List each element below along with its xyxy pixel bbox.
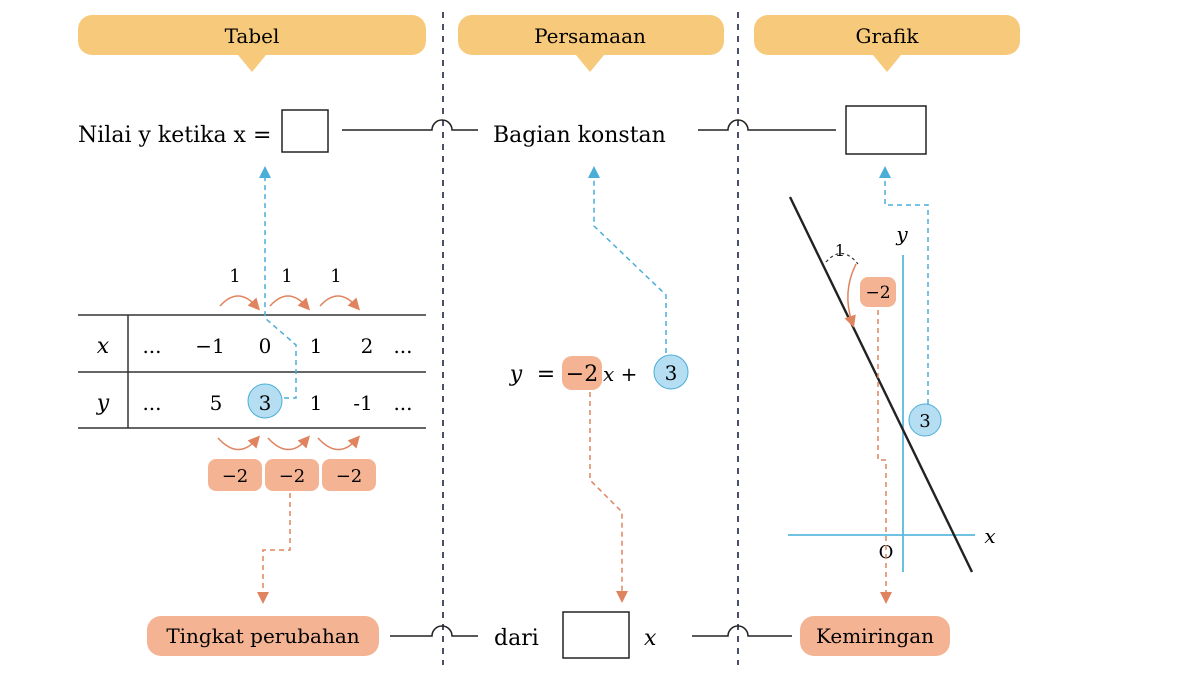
table-y-cell: ... <box>393 391 412 415</box>
slope-rise-highlight <box>860 277 896 307</box>
equation-constant-highlight <box>653 354 689 390</box>
y-step-arc <box>317 435 361 451</box>
equation-expression: y = −2 x + 3 <box>509 354 689 390</box>
y-step-label: −2 <box>222 466 249 487</box>
table-intercept-arrow <box>259 166 297 399</box>
table-y-cell: 1 <box>310 391 323 415</box>
y-step-badge: −2 <box>322 459 376 491</box>
answer-box-slope[interactable] <box>562 611 630 659</box>
graph-x-axis-label: x <box>984 524 995 548</box>
header-graph-label: Grafik <box>856 24 920 48</box>
graph-slope-arrow <box>877 310 892 604</box>
top-connector-left <box>342 119 478 131</box>
bottom-connector-right <box>692 625 792 637</box>
equation-slope-arrow <box>589 392 628 603</box>
y-step-arc <box>217 435 261 451</box>
table-y-cell: -1 <box>353 391 372 415</box>
equation-slope-highlight <box>562 356 602 390</box>
table-intercept-highlight <box>247 383 283 419</box>
table-x-cell: ... <box>393 334 412 358</box>
rate-of-change-text: Tingkat perubahan <box>166 624 359 648</box>
top-equation-label: Bagian konstan <box>493 123 666 148</box>
equation-constant: 3 <box>665 361 678 385</box>
header-equation: Persamaan <box>458 15 724 72</box>
equation-x-term: x + <box>603 362 637 386</box>
table-rate-arrow <box>257 493 291 604</box>
header-table: Tabel <box>78 15 426 72</box>
y-step-badge: −2 <box>265 459 319 491</box>
header-graph: Grafik <box>754 15 1020 72</box>
slope-text: Kemiringan <box>816 624 934 648</box>
answer-box-x-value[interactable] <box>281 109 329 153</box>
y-step-badge: −2 <box>208 459 262 491</box>
equation-lhs: y <box>509 362 523 387</box>
slope-label: Kemiringan <box>800 616 950 656</box>
graph-line <box>788 196 974 573</box>
slope-run-arc <box>825 252 859 265</box>
x-step-label: 1 <box>229 266 240 287</box>
graph-intercept-arrow <box>879 166 929 404</box>
table-x-cell: 1 <box>310 334 323 358</box>
y-step-arc <box>267 435 311 451</box>
equation-constant-arrow <box>588 166 667 353</box>
bottom-connector-left <box>390 625 478 637</box>
top-connector-right <box>698 119 836 131</box>
equation-slope: −2 <box>566 362 598 387</box>
bottom-equation-prefix: dari <box>494 626 539 651</box>
x-step-arc <box>219 295 261 311</box>
slope-rise-label: −2 <box>865 283 890 303</box>
top-table-label: Nilai y ketika x = <box>78 123 271 148</box>
slope-rise-arc <box>844 263 857 328</box>
table-x-cell: 0 <box>259 334 272 358</box>
graph-y-axis-label: y <box>895 222 908 246</box>
x-step-arc <box>269 295 311 311</box>
header-equation-label: Persamaan <box>534 24 646 48</box>
graph-origin-label: O <box>879 542 894 563</box>
y-step-label: −2 <box>279 466 306 487</box>
slope-run-label: 1 <box>835 241 845 260</box>
graph-intercept-highlight <box>908 403 942 437</box>
graph-intercept-label: 3 <box>919 411 930 432</box>
table-y-cell: ... <box>142 391 161 415</box>
table-x-cell: ... <box>142 334 161 358</box>
x-step-label: 1 <box>281 266 292 287</box>
bottom-equation-suffix: x <box>644 626 657 651</box>
table-y-cell: 3 <box>259 391 272 415</box>
header-table-label: Tabel <box>225 24 280 48</box>
y-step-label: −2 <box>336 466 363 487</box>
table-row-label-y: y <box>96 391 110 416</box>
rate-of-change-label: Tingkat perubahan <box>147 616 379 656</box>
table-x-cell: −1 <box>195 334 224 358</box>
x-step-label: 1 <box>330 266 341 287</box>
table-x-cell: 2 <box>361 334 374 358</box>
equation-equals: = <box>537 362 555 387</box>
table-row-label-x: x <box>97 334 110 359</box>
table-y-cell: 5 <box>210 391 223 415</box>
x-step-arc <box>319 295 361 311</box>
coordinate-graph: x y O 1 −2 3 <box>788 196 996 573</box>
answer-box-graph-top[interactable] <box>845 105 927 155</box>
value-table: x y ... −1 0 1 2 ... ... 5 3 1 -1 ... <box>78 314 426 429</box>
